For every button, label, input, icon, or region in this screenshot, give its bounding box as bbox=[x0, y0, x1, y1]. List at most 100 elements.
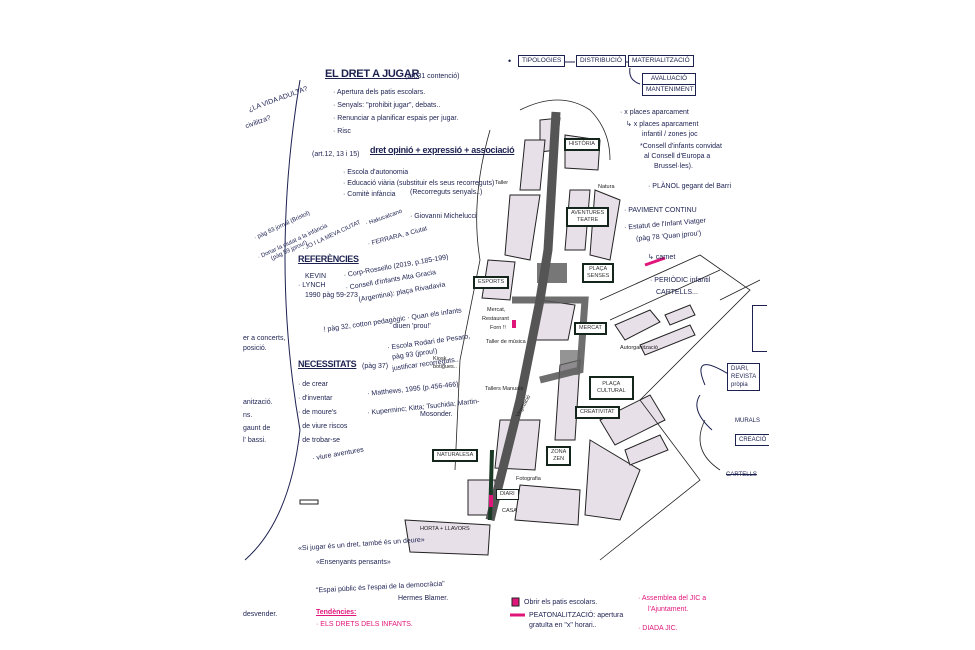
diari-label: DIARI, bbox=[731, 366, 749, 372]
margin-text: desvender. bbox=[243, 611, 278, 618]
list-item: · Renunciar a planificar espais per juga… bbox=[333, 115, 459, 122]
right-note: al Consell d'Europa a bbox=[644, 153, 711, 160]
reference: Mosonder. bbox=[420, 411, 453, 418]
list-item: · d'inventar bbox=[298, 395, 333, 402]
margin-text: ns. bbox=[243, 412, 253, 419]
label-line: ZONA bbox=[551, 449, 567, 455]
label-line: SENSES bbox=[587, 273, 610, 279]
legend-square-label: Obrir els patis escolars. bbox=[524, 599, 598, 606]
list-item: · de trobar-se bbox=[298, 437, 341, 444]
murals-label: MURALS bbox=[735, 418, 761, 424]
label-line: CULTURAL bbox=[597, 388, 626, 394]
diari-label: REVISTA bbox=[731, 374, 757, 380]
map-note: botigues.. bbox=[433, 364, 457, 370]
list-item: · Educació viària (substituir els seus r… bbox=[343, 180, 495, 187]
margin-text: anització. bbox=[243, 399, 273, 406]
map-note: Taller de música bbox=[486, 339, 526, 345]
legend-line-label: PEATONALITZACIÓ: apertura bbox=[529, 612, 624, 619]
list-item: (Recorreguts senyals..) bbox=[410, 189, 483, 196]
map-label-casa: CASA bbox=[502, 508, 517, 514]
pink-note: l'Ajuntament. bbox=[648, 606, 689, 613]
margin-text: gaunt de bbox=[243, 425, 271, 432]
flow-step-materialitzacio: MATERIALITZACIÓ bbox=[628, 55, 694, 67]
label-line: PLAÇA bbox=[602, 381, 621, 387]
main-street bbox=[485, 111, 561, 522]
map-label-diari: DIARI bbox=[496, 489, 519, 500]
heading-dret-jugar: EL DRET A JUGAR bbox=[325, 68, 420, 80]
list-item: · de crear bbox=[298, 381, 328, 388]
map-note: Fotografia bbox=[516, 476, 541, 482]
list-item: · Risc bbox=[333, 128, 351, 135]
map-note: Autorganització bbox=[620, 345, 658, 351]
right-note: Brussel·les). bbox=[654, 163, 693, 170]
diari-box: DIARI, REVISTA pròpia bbox=[727, 363, 761, 391]
reference: 1990 pàg 59-273 bbox=[305, 292, 358, 299]
right-note: CARTELLS... bbox=[656, 289, 698, 296]
flow-step-distribucio: DISTRIBUCIÓ bbox=[576, 55, 626, 67]
list-item: · Escola d'autonomia bbox=[343, 169, 409, 176]
list-item: · Comitè infància bbox=[343, 191, 396, 198]
right-note: infantil / zones joc bbox=[642, 131, 698, 138]
reference: KEVIN bbox=[305, 273, 327, 280]
reference: · LYNCH bbox=[298, 282, 326, 289]
legend-square-icon bbox=[511, 597, 520, 607]
side-note: · Giovanni Michelucci bbox=[410, 213, 477, 220]
pink-note: · Assemblea del JIC a bbox=[638, 595, 707, 602]
margin-text: l' bassi. bbox=[243, 437, 267, 444]
map-label-horta: HORTA + LLAVORS bbox=[420, 526, 470, 532]
label-line: TEATRE bbox=[576, 217, 599, 223]
label-line: ZEN bbox=[553, 456, 565, 462]
pink-note: · DIADA JIC. bbox=[638, 625, 678, 632]
heading-ref: (art.31 contenció) bbox=[405, 73, 460, 80]
right-note: · PLÀNOL gegant del Barri bbox=[648, 183, 732, 190]
heading-ref: (art.12, 13 i 15) bbox=[312, 151, 360, 158]
map-note: Taller bbox=[495, 180, 509, 186]
map-label-naturalesa: NATURALESA bbox=[432, 449, 479, 462]
margin-text: er a concerts, bbox=[243, 335, 286, 342]
creacio-box: CREACIÓ bbox=[735, 434, 770, 446]
quote: «Ensenyants pensants» bbox=[316, 559, 391, 566]
list-item: · de moure's bbox=[298, 409, 337, 416]
right-note: ↳ carnet bbox=[648, 254, 676, 261]
legend-line-label: gratuïta en "x" horari.. bbox=[529, 622, 597, 629]
map-note: Natura bbox=[598, 184, 615, 190]
label-line: PLAÇA bbox=[589, 266, 608, 272]
map-block-horta bbox=[404, 519, 491, 556]
right-note: · x places aparcament bbox=[620, 109, 689, 116]
map-note: Kiosk, bbox=[433, 356, 448, 362]
map-label-mercat: MERCAT bbox=[574, 322, 607, 335]
label-line: AVENTURES bbox=[571, 210, 605, 216]
map-note: Tallers Manuals bbox=[485, 386, 524, 392]
quote-author: Hermes Blamer. bbox=[398, 595, 449, 602]
map-label-historia: HISTÒRIA bbox=[564, 138, 600, 151]
heading-ref: (pàg 37) bbox=[362, 363, 389, 370]
tendencies-item: · ELS DRETS DELS INFANTS. bbox=[316, 621, 413, 628]
list-item: · de viure riscos bbox=[298, 423, 348, 430]
right-note: · PAVIMENT CONTINU bbox=[624, 207, 697, 214]
heading-referencies: REFERÈNCIES bbox=[298, 254, 359, 264]
right-note: ↳ x places aparcament bbox=[626, 121, 699, 128]
right-note: *Consell d'infants convidat bbox=[640, 143, 722, 150]
clipped-box bbox=[752, 305, 767, 352]
map-note: Forn !! bbox=[490, 325, 506, 331]
flow-step-manteniment: MANTENIMENT bbox=[642, 84, 696, 96]
map-note: Restaurant bbox=[482, 316, 509, 322]
right-note: · PERIÒDIC infantil bbox=[650, 277, 711, 284]
cartells-label: CARTELLS bbox=[726, 472, 757, 478]
reference-note: diuen 'prou!' bbox=[393, 323, 431, 330]
list-item: · Senyals: "prohibit jugar", debats.. bbox=[333, 102, 441, 109]
map-label-esports: ESPORTS bbox=[473, 276, 510, 289]
diari-label: pròpia bbox=[731, 382, 748, 388]
map-note: Mercat, bbox=[487, 307, 506, 313]
tendencies-heading: Tendències: bbox=[316, 609, 357, 616]
map-label-creativitat: CREATIVITAT bbox=[575, 406, 620, 419]
margin-text: posició. bbox=[243, 345, 267, 352]
heading-necessitats: NECESSITATS bbox=[298, 359, 357, 369]
list-item: · Apertura dels patis escolars. bbox=[333, 89, 426, 96]
